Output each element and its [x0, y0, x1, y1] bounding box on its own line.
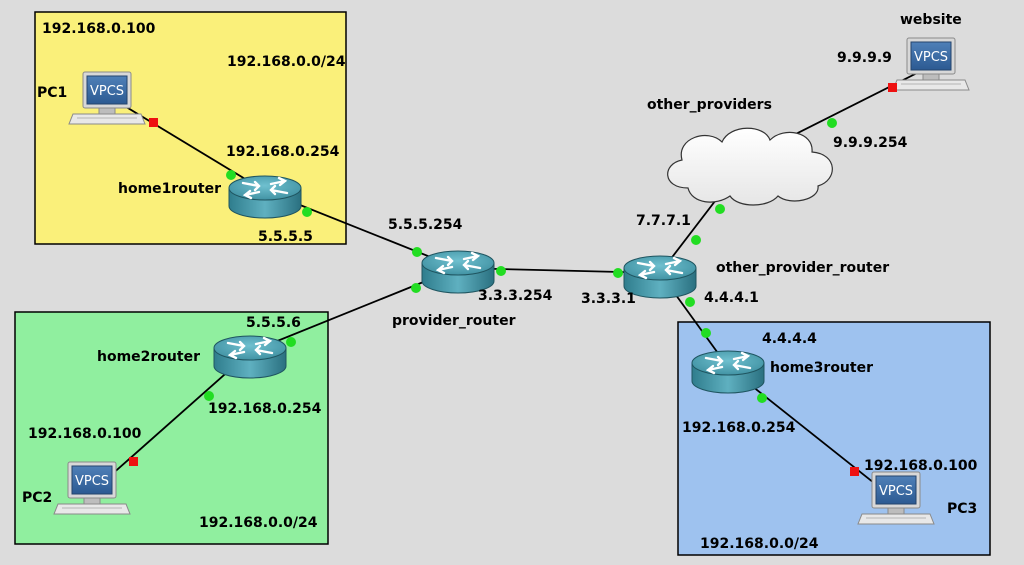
home3router-icon[interactable] [690, 349, 766, 395]
other-provider-router-name-label: other_provider_router [716, 260, 889, 276]
home1router-icon[interactable] [227, 174, 303, 220]
website-ip-label: 9.9.9.9 [837, 50, 892, 66]
pc1-name-label: PC1 [37, 85, 67, 101]
home1router-lan-ip-label: 192.168.0.254 [226, 144, 340, 160]
port-indicator [412, 247, 422, 257]
cloud-website-ip-label: 9.9.9.254 [833, 135, 908, 151]
home3router-name-label: home3router [770, 360, 873, 376]
labels: 192.168.0.100 PC1 192.168.0.0/24 192.168… [22, 12, 978, 552]
pc2-name-label: PC2 [22, 490, 52, 506]
port-indicators [129, 83, 897, 476]
port-indicator-down [149, 118, 158, 127]
home2-subnet-label: 192.168.0.0/24 [199, 515, 318, 531]
port-indicator [204, 391, 214, 401]
pc2-icon[interactable]: VPCS [53, 461, 131, 515]
other-to-provider-ip-label: 3.3.3.1 [581, 291, 636, 307]
website-icon[interactable]: VPCS [892, 37, 970, 91]
provider-router-icon[interactable] [420, 249, 496, 295]
home2router-wan-ip-label: 5.5.5.6 [246, 315, 301, 331]
other-home3-ip-label: 4.4.4.1 [704, 290, 759, 306]
port-indicator [286, 337, 296, 347]
port-indicator [691, 235, 701, 245]
home3router-wan-ip-label: 4.4.4.4 [762, 331, 817, 347]
website-vpcs-text: VPCS [914, 50, 948, 65]
home2router-name-label: home2router [97, 349, 200, 365]
other-providers-cloud-icon[interactable] [667, 127, 833, 206]
port-indicator [302, 207, 312, 217]
link-home2router-pc2 [91, 351, 251, 493]
home1router-name-label: home1router [118, 181, 221, 197]
port-indicator [701, 328, 711, 338]
pc2-ip-label: 192.168.0.100 [28, 426, 142, 442]
port-indicator-down [129, 457, 138, 466]
provider-home1-ip-label: 5.5.5.254 [388, 217, 463, 233]
port-indicator-down [888, 83, 897, 92]
pc3-name-label: PC3 [947, 501, 977, 517]
port-indicator [226, 170, 236, 180]
website-name-label: website [900, 12, 962, 28]
port-indicator [613, 268, 623, 278]
pc2-vpcs-text: VPCS [75, 474, 109, 489]
port-indicator [757, 393, 767, 403]
cloud-name-label: other_providers [647, 97, 772, 113]
pc3-vpcs-text: VPCS [879, 484, 913, 499]
port-indicator [411, 283, 421, 293]
home3router-lan-ip-label: 192.168.0.254 [682, 420, 796, 436]
port-indicator-down [850, 467, 859, 476]
provider-router-name-label: provider_router [392, 313, 516, 329]
port-indicator [715, 204, 725, 214]
port-indicator [496, 266, 506, 276]
pc3-icon[interactable]: VPCS [857, 471, 935, 525]
pc1-vpcs-text: VPCS [90, 84, 124, 99]
home3-subnet-label: 192.168.0.0/24 [700, 536, 819, 552]
port-indicator [827, 118, 837, 128]
home2router-lan-ip-label: 192.168.0.254 [208, 401, 322, 417]
home1-subnet-label: 192.168.0.0/24 [227, 54, 346, 70]
pc1-ip-label: 192.168.0.100 [42, 21, 156, 37]
port-indicator [685, 297, 695, 307]
pc1-icon[interactable]: VPCS [68, 71, 146, 125]
home2router-icon[interactable] [212, 334, 288, 380]
pc3-ip-label: 192.168.0.100 [864, 458, 978, 474]
provider-to-other-ip-label: 3.3.3.254 [478, 288, 553, 304]
other-cloud-ip-label: 7.7.7.1 [636, 213, 691, 229]
home1router-wan-ip-label: 5.5.5.5 [258, 229, 313, 245]
